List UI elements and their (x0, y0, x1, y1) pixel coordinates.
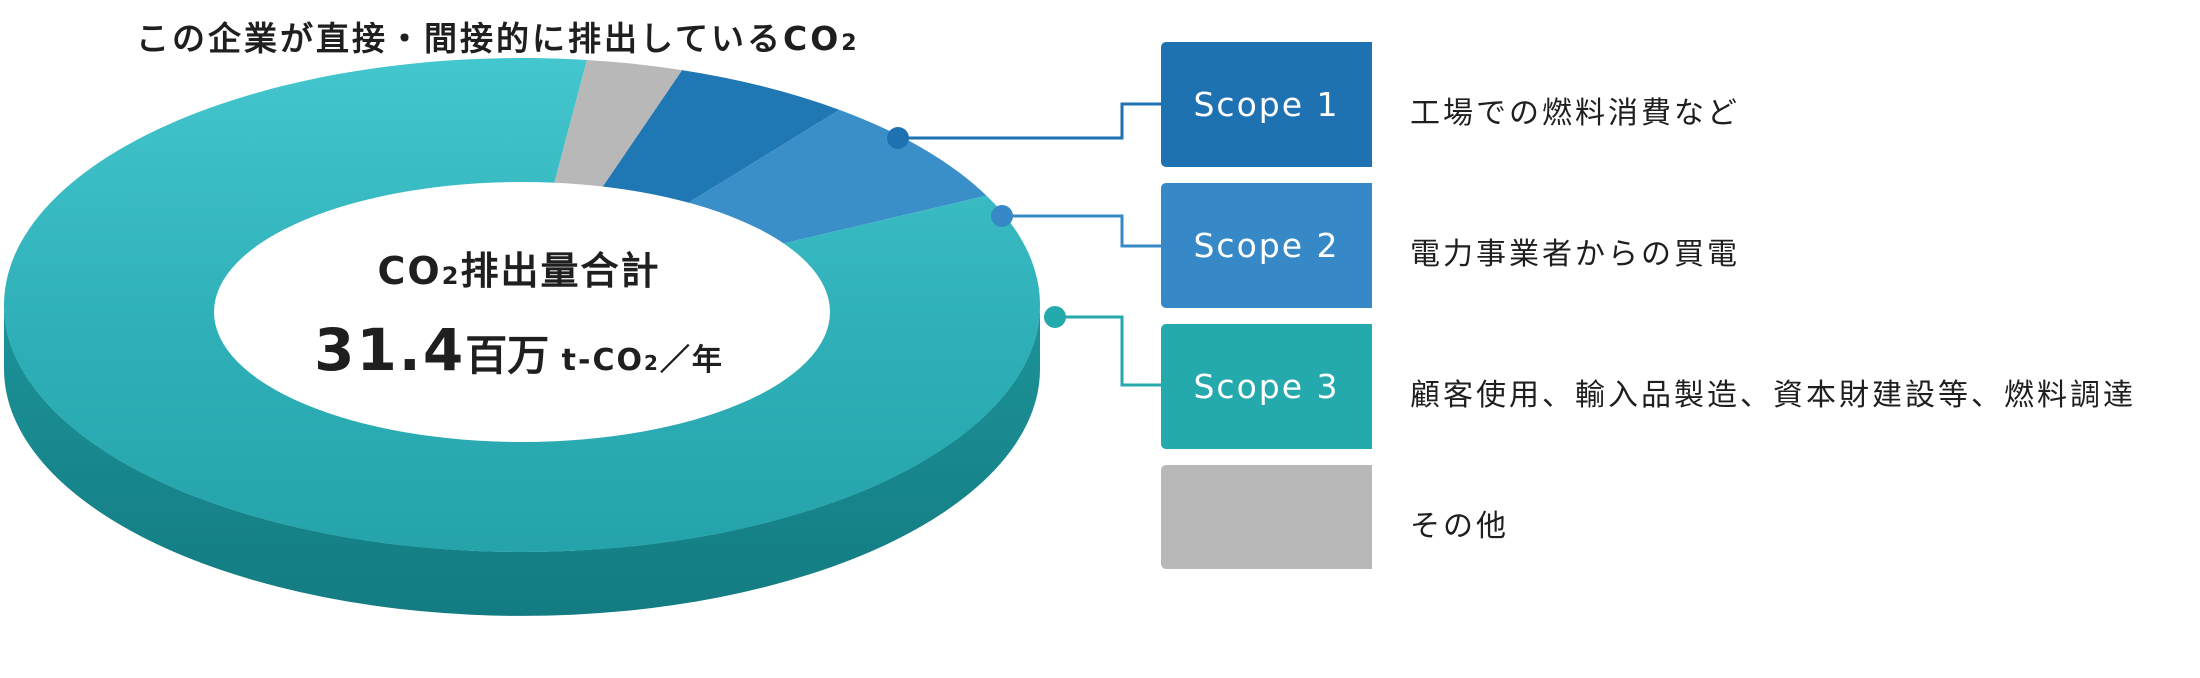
legend-box-other (1161, 465, 1372, 569)
total-label-suffix: 排出量合計 (460, 249, 661, 293)
total-unit-prefix: t-CO (549, 343, 644, 378)
connector-dot-3 (1044, 306, 1066, 328)
donut-hole (214, 182, 830, 442)
connector-line-1 (898, 102, 1161, 140)
chart-title: この企業が直接・間接的に排出しているCO2 (136, 12, 860, 60)
legend-desc-scope-2: 電力事業者からの買電 (1410, 237, 1740, 272)
legend-box-scope-2: Scope 2 (1161, 183, 1372, 308)
total-unit-suffix: ／年 (659, 343, 724, 378)
legend-connectors (887, 102, 1161, 387)
legend-desc-other: その他 (1410, 509, 1509, 544)
total-value: 31.4百万 t-CO2／年 (214, 316, 824, 384)
total-unit-sub: 2 (643, 351, 660, 375)
total-number: 31.4 (314, 316, 466, 384)
total-unit-big: 百万 (465, 331, 550, 380)
pie-side (4, 305, 1040, 616)
legend-desc-scope-1: 工場での燃料消費など (1410, 96, 1740, 131)
legend-desc-scope-3: 顧客使用、輸入品製造、資本財建設等、燃料調達 (1410, 378, 2136, 413)
connector-line-3 (1055, 315, 1161, 387)
pie-side-band (4, 305, 1040, 616)
total-label-prefix: CO (377, 249, 442, 293)
chart-title-text: この企業が直接・間接的に排出しているCO (136, 19, 842, 58)
connector-line-2 (1002, 214, 1161, 248)
total-label: CO2排出量合計 (214, 240, 824, 295)
total-label-sub: 2 (441, 262, 461, 290)
connector-dot-1 (887, 127, 909, 149)
connector-dot-2 (991, 205, 1013, 227)
chart-title-sub: 2 (841, 31, 860, 56)
total-unit-small: t-CO2／年 (549, 343, 724, 378)
legend-box-scope-3: Scope 3 (1161, 324, 1372, 449)
legend-box-scope-1: Scope 1 (1161, 42, 1372, 167)
